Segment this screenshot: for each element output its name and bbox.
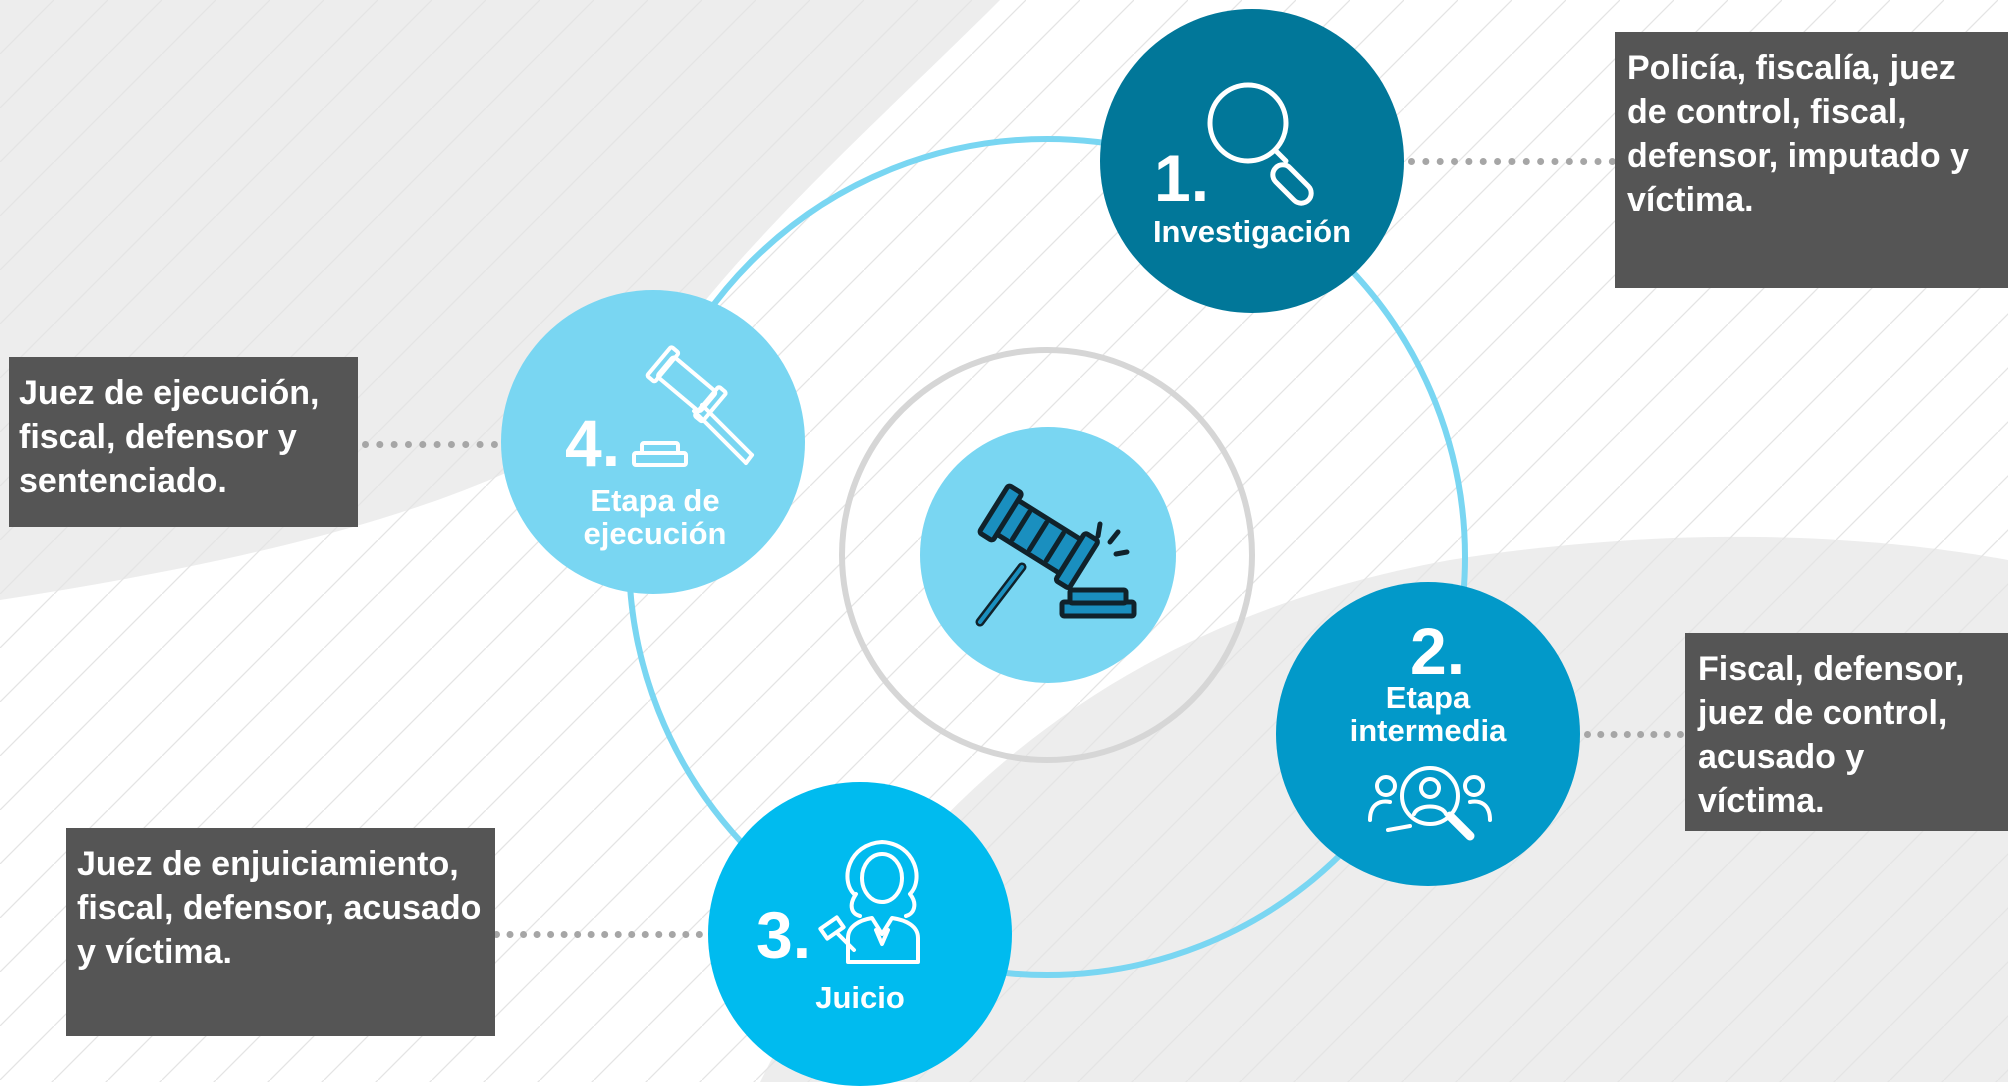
stage-3-number: 3. xyxy=(756,898,812,972)
gavel-icon xyxy=(975,483,1137,627)
stage-2-name: Etapa intermedia xyxy=(1349,680,1507,748)
stage-1-number: 1. xyxy=(1154,141,1210,215)
center-gavel-circle xyxy=(920,427,1176,683)
judge-icon xyxy=(818,840,920,964)
stage-1-participants: Policía, fiscalía, juez de control, fisc… xyxy=(1615,32,2008,288)
magnifier-icon xyxy=(1207,82,1314,206)
stage-4-number: 4. xyxy=(565,406,621,480)
connector-3 xyxy=(493,931,703,938)
connector-2 xyxy=(1584,731,1684,738)
stage-3-name: Juicio xyxy=(815,980,905,1015)
stage-1-name: Investigación xyxy=(1152,214,1352,249)
inner-ring xyxy=(839,347,1255,763)
stage-2-participants: Fiscal, defensor, juez de control, acusa… xyxy=(1685,633,2008,831)
stage-4-circle: 4. Etapa de ejecución xyxy=(501,290,805,594)
connector-1 xyxy=(1408,158,1616,165)
connector-4 xyxy=(362,441,498,448)
gavel-outline-icon xyxy=(632,345,754,467)
stage-2-number: 2. xyxy=(1410,614,1466,688)
stage-1-circle: 1. Investigación xyxy=(1100,9,1404,313)
people-search-icon xyxy=(1368,766,1492,841)
stage-4-name: Etapa de ejecución xyxy=(583,483,727,551)
stage-2-circle: 2. Etapa intermedia xyxy=(1276,582,1580,886)
stage-3-participants: Juez de enjuiciamiento, fiscal, defensor… xyxy=(66,828,495,1036)
stage-4-participants: Juez de ejecución, fiscal, defensor y se… xyxy=(9,357,358,527)
stage-3-circle: 3. Juicio xyxy=(708,782,1012,1086)
